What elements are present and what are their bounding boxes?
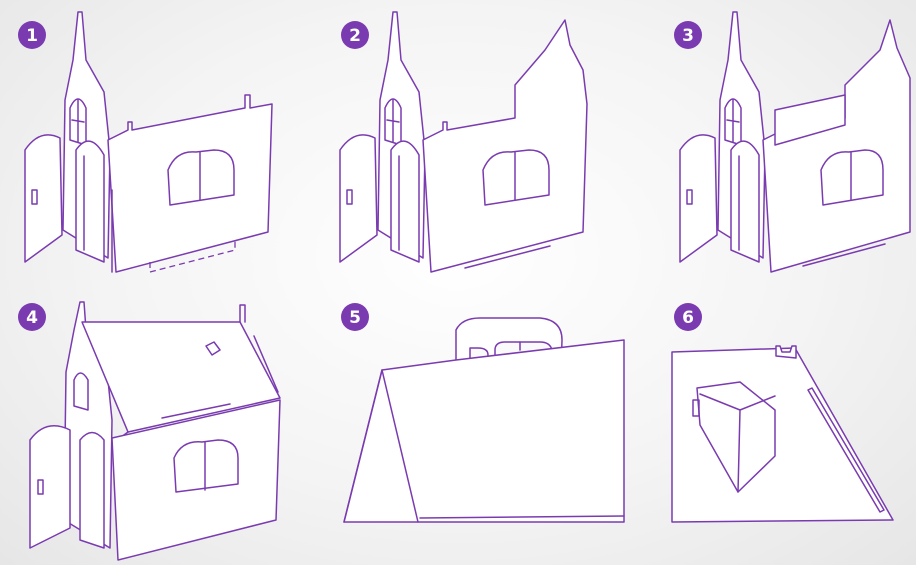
step-6-illustration bbox=[672, 346, 893, 522]
step-6-badge: 6 bbox=[674, 303, 702, 331]
step-2-illustration bbox=[340, 12, 587, 272]
step-4-illustration bbox=[30, 302, 280, 560]
step-5-number: 5 bbox=[349, 308, 361, 328]
step-2-badge: 2 bbox=[341, 21, 369, 49]
step-5-illustration bbox=[344, 318, 624, 522]
step-1-badge: 1 bbox=[18, 21, 46, 49]
step-6-number: 6 bbox=[682, 308, 694, 328]
step-3-illustration bbox=[680, 12, 910, 272]
step-5-badge: 5 bbox=[341, 303, 369, 331]
step-1-number: 1 bbox=[26, 26, 38, 46]
step-1-illustration bbox=[25, 12, 272, 272]
step-4-number: 4 bbox=[26, 308, 38, 328]
step-3-number: 3 bbox=[682, 26, 694, 46]
step-2-number: 2 bbox=[349, 26, 361, 46]
step-4-badge: 4 bbox=[18, 303, 46, 331]
step-3-badge: 3 bbox=[674, 21, 702, 49]
